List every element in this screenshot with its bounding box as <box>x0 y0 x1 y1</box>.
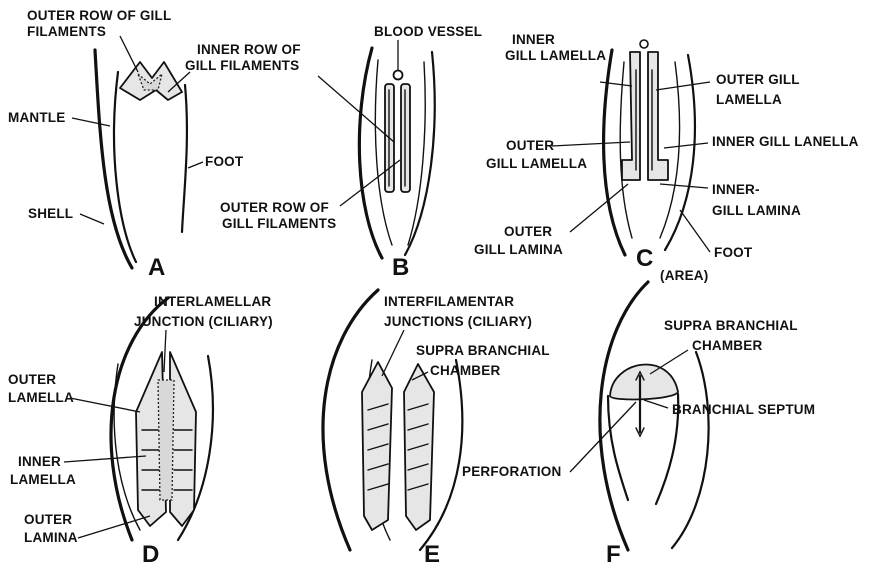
label-inner-gill-lanella: INNER GILL LANELLA <box>712 134 859 149</box>
panel-e: INTERFILAMENTAR JUNCTIONS (CILIARY) SUPR… <box>323 290 561 568</box>
panel-d: INTERLAMELLAR JUNCTION (CILIARY) OUTER L… <box>8 294 273 568</box>
blood-vessel-c <box>640 40 648 48</box>
panel-letter-c: C <box>636 245 653 272</box>
label-interfilamentar-1: INTERFILAMENTAR <box>384 294 514 309</box>
label-inner-gill-lamina-c2: GILL LAMINA <box>712 203 801 218</box>
panel-f: (AREA) SUPRA BRANCHIAL CHAMBER BRANCHIAL… <box>570 268 815 568</box>
gill-lamellae-c-left <box>622 52 640 180</box>
panel-letter-e: E <box>424 541 440 568</box>
label-outer-lamella-d1: OUTER <box>8 372 56 387</box>
label-inner-lamella-d2: LAMELLA <box>10 472 76 487</box>
label-outer-gill-lamina-c2: GILL LAMINA <box>474 242 563 257</box>
label-outer-lamina-d2: LAMINA <box>24 530 78 545</box>
label-mantle: MANTLE <box>8 110 65 125</box>
panel-c: INNER GILL LAMELLA OUTER GILL LAMELLA OU… <box>474 32 859 272</box>
label-inner-lamella-d1: INNER <box>18 454 61 469</box>
label-outer-gill-lamella-c-l2: GILL LAMELLA <box>486 156 587 171</box>
label-outer-gill-lamella-c-l1: OUTER <box>506 138 554 153</box>
label-branchial-septum: BRANCHIAL SEPTUM <box>672 402 815 417</box>
label-supra-branchial-e2: CHAMBER <box>430 363 500 378</box>
label-inner-gill-lamina-c1: INNER- <box>712 182 760 197</box>
label-supra-branchial-f1: SUPRA BRANCHIAL <box>664 318 798 333</box>
gill-filaments-a <box>120 62 182 100</box>
label-interfilamentar-2: JUNCTIONS (CILIARY) <box>384 314 532 329</box>
gill-lamellae-c-right <box>648 52 668 180</box>
label-outer-row-filaments-b1: OUTER ROW OF <box>220 200 329 215</box>
label-shell: SHELL <box>28 206 73 221</box>
panel-letter-a: A <box>148 254 165 281</box>
panel-letter-d: D <box>142 541 159 568</box>
label-outer-gill-lamina-c1: OUTER <box>504 224 552 239</box>
label-outer-lamina-d1: OUTER <box>24 512 72 527</box>
label-outer-row-gill-filaments-a1: OUTER ROW OF GILL <box>27 8 171 23</box>
label-supra-branchial-e1: SUPRA BRANCHIAL <box>416 343 550 358</box>
gill-lamella-e-left <box>362 362 392 530</box>
supra-branchial-chamber-f <box>610 365 678 400</box>
label-inner-row-gill-filaments-a2: GILL FILAMENTS <box>185 58 299 73</box>
label-outer-gill-lamella-c-r1: OUTER GILL <box>716 72 800 87</box>
panel-a: OUTER ROW OF GILL FILAMENTS INNER ROW OF… <box>8 8 301 281</box>
panel-letter-b: B <box>392 254 409 281</box>
blood-vessel-b <box>394 71 403 80</box>
label-outer-lamella-d2: LAMELLA <box>8 390 74 405</box>
label-inner-row-gill-filaments-a1: INNER ROW OF <box>197 42 301 57</box>
label-outer-gill-lamella-c-r2: LAMELLA <box>716 92 782 107</box>
panel-letter-f: F <box>606 541 621 568</box>
label-foot-a: FOOT <box>205 154 244 169</box>
label-inner-gill-lamella-c1: INNER <box>512 32 555 47</box>
label-outer-row-gill-filaments-a2: FILAMENTS <box>27 24 106 39</box>
label-interlamellar-1: INTERLAMELLAR <box>154 294 271 309</box>
label-inner-gill-lamella-c2: GILL LAMELLA <box>505 48 606 63</box>
label-outer-row-filaments-b2: GILL FILAMENTS <box>222 216 336 231</box>
gill-lamella-d-right <box>170 352 196 526</box>
foot-outline <box>182 85 187 232</box>
label-interlamellar-2: JUNCTION (CILIARY) <box>134 314 273 329</box>
label-area: (AREA) <box>660 268 708 283</box>
label-foot-c: FOOT <box>714 245 753 260</box>
label-supra-branchial-f2: CHAMBER <box>692 338 762 353</box>
label-perforation: PERFORATION <box>462 464 561 479</box>
label-blood-vessel: BLOOD VESSEL <box>374 24 482 39</box>
